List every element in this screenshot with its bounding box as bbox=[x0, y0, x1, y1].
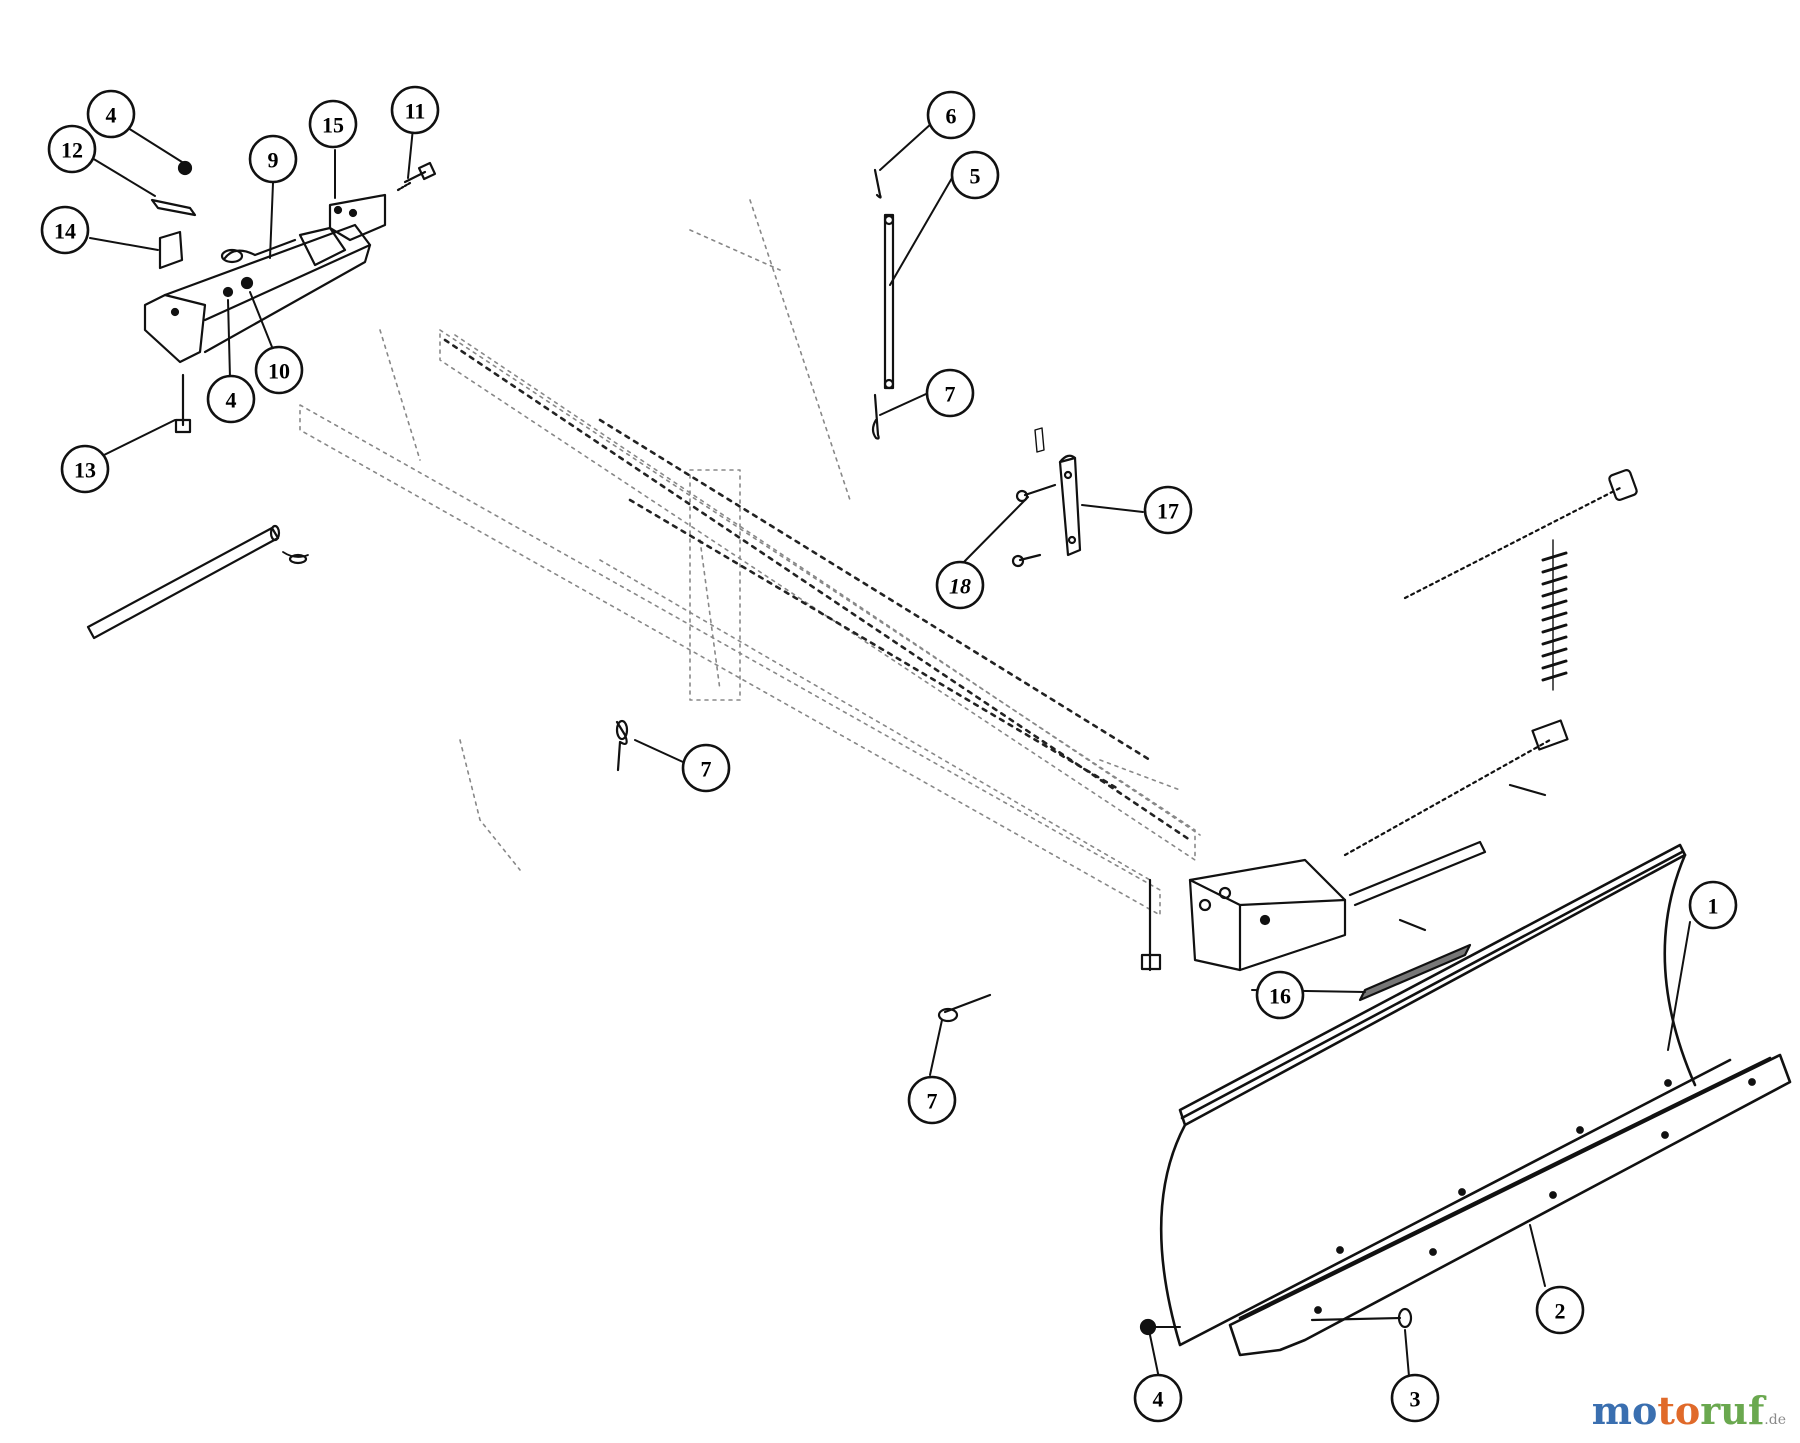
callout-circle-13 bbox=[60, 444, 110, 494]
cotter-pin-7-lower bbox=[937, 993, 992, 1023]
callout-label-18: 18 bbox=[949, 574, 971, 599]
callout-label-15: 15 bbox=[322, 113, 344, 138]
pin-9 bbox=[220, 238, 297, 264]
callout-label-7a: 7 bbox=[945, 382, 956, 407]
spring-assembly bbox=[1343, 469, 1638, 857]
callout-label-4a: 4 bbox=[106, 103, 117, 128]
watermark-domain: .de bbox=[1764, 1412, 1786, 1428]
callout-circle-4b bbox=[206, 374, 256, 424]
callout-circle-16 bbox=[1255, 970, 1305, 1020]
callout-label-12: 12 bbox=[61, 138, 83, 163]
callout-circles bbox=[40, 85, 1738, 1423]
washers-10 bbox=[222, 276, 254, 298]
callout-circle-7b bbox=[681, 743, 731, 793]
callout-circle-12 bbox=[47, 124, 97, 174]
callout-label-11: 11 bbox=[405, 99, 426, 124]
callout-circle-7c bbox=[907, 1075, 957, 1125]
callout-label-17: 17 bbox=[1157, 499, 1179, 524]
callout-circle-17 bbox=[1143, 485, 1193, 535]
callout-circle-14 bbox=[40, 205, 90, 255]
spacer-14 bbox=[158, 230, 184, 270]
wear-strip-16 bbox=[1358, 943, 1472, 1002]
callout-circle-3 bbox=[1390, 1373, 1440, 1423]
callout-circle-7a bbox=[925, 368, 975, 418]
callout-label-4b: 4 bbox=[226, 388, 237, 413]
blade bbox=[1159, 843, 1732, 1347]
clip-7-upper bbox=[871, 393, 880, 440]
callout-label-7b: 7 bbox=[701, 757, 712, 782]
callout-circle-2 bbox=[1535, 1285, 1585, 1335]
callout-circle-5 bbox=[950, 150, 1000, 200]
callout-label-2: 2 bbox=[1555, 1299, 1566, 1324]
callout-label-14: 14 bbox=[54, 219, 76, 244]
callout-label-10: 10 bbox=[268, 359, 290, 384]
bolt-18 bbox=[1011, 427, 1057, 568]
callout-circle-4c bbox=[1133, 1373, 1183, 1423]
cutting-edge bbox=[1228, 1053, 1792, 1357]
callout-label-7c: 7 bbox=[927, 1089, 938, 1114]
callout-label-6: 6 bbox=[946, 104, 957, 129]
link-5 bbox=[883, 213, 895, 390]
main-frame bbox=[299, 199, 1201, 916]
callout-circle-1 bbox=[1688, 880, 1738, 930]
callout-label-5: 5 bbox=[970, 164, 981, 189]
mounting-bracket bbox=[143, 193, 387, 364]
callout-circle-10 bbox=[254, 345, 304, 395]
plate-12 bbox=[150, 198, 197, 217]
callout-label-4c: 4 bbox=[1153, 1387, 1164, 1412]
king-pin bbox=[1140, 878, 1162, 972]
bolt-11 bbox=[396, 161, 437, 192]
cotter-pin-7-center bbox=[615, 719, 629, 772]
nut-4-top bbox=[177, 160, 193, 176]
callout-label-3: 3 bbox=[1410, 1387, 1421, 1412]
leader-lines bbox=[89, 122, 1691, 1389]
callout-circle-4a bbox=[86, 89, 136, 139]
watermark-text: motoruf bbox=[1591, 1388, 1765, 1433]
callout-label-1: 1 bbox=[1708, 894, 1719, 919]
callout-label-16: 16 bbox=[1269, 984, 1291, 1009]
callout-circle-15 bbox=[308, 99, 358, 149]
callout-circle-6 bbox=[926, 90, 976, 140]
frame-rail bbox=[443, 338, 1192, 842]
bolt-13 bbox=[174, 373, 192, 434]
callout-label-13: 13 bbox=[74, 458, 96, 483]
clip-6 bbox=[873, 168, 882, 199]
axle-rod bbox=[86, 524, 309, 640]
pivot-bracket bbox=[1188, 840, 1487, 972]
bracket-17 bbox=[1058, 454, 1082, 557]
bolt-3 bbox=[1310, 1307, 1413, 1329]
watermark-logo: motoruf.de bbox=[1592, 1388, 1786, 1433]
callout-circle-11 bbox=[390, 85, 440, 135]
callout-label-9: 9 bbox=[268, 148, 279, 173]
callout-circle-9 bbox=[248, 134, 298, 184]
callout-circle-18 bbox=[935, 560, 985, 610]
